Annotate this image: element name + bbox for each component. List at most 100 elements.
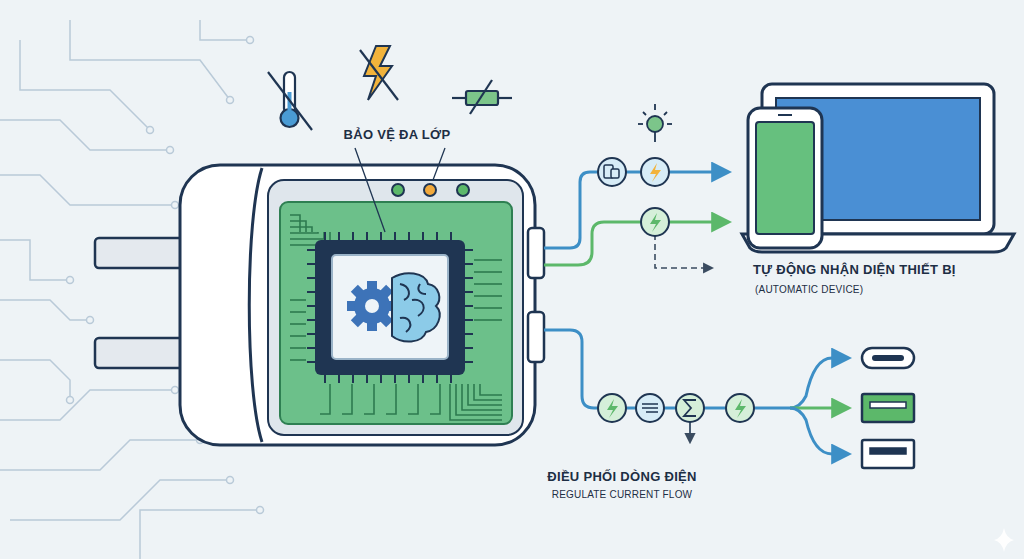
board-trace: [342, 384, 352, 414]
chip-pin: [338, 232, 340, 240]
trace-line: [0, 300, 90, 320]
circuit-board: [280, 202, 512, 424]
chip-pin: [338, 375, 340, 383]
chip-pin: [307, 263, 315, 265]
chip-pin: [465, 319, 473, 321]
trace-pad: [167, 147, 174, 154]
chip-pin: [307, 291, 315, 293]
charger-housing: [180, 165, 544, 445]
chip-pin: [422, 232, 424, 240]
chip-pin: [307, 361, 315, 363]
chip-pin: [307, 249, 315, 251]
board-trace: [474, 283, 502, 285]
chip-pin: [408, 232, 410, 240]
trace-line: [70, 20, 230, 100]
chip-pin: [394, 232, 396, 240]
board-trace: [290, 311, 306, 313]
phone: [748, 108, 822, 248]
board-trace: [290, 215, 300, 232]
trace-pad: [87, 317, 94, 324]
chip-pin: [422, 375, 424, 383]
regulation-sublabel: REGULATE CURRENT FLOW: [549, 489, 696, 502]
gear-icon: [347, 281, 397, 331]
trace-pad: [172, 202, 179, 209]
chip-pin: [465, 249, 473, 251]
regulation-icons: [598, 394, 754, 422]
trace-line: [0, 240, 70, 280]
trace-pad: [147, 127, 154, 134]
current-regulation-flow: [544, 330, 848, 454]
trace-line: [140, 510, 260, 559]
chip-pin: [436, 232, 438, 240]
board-trace: [474, 384, 502, 400]
flow-icons: [598, 158, 669, 236]
chip-pin: [465, 277, 473, 279]
output-ports: [862, 348, 914, 468]
chip-pin: [352, 375, 354, 383]
trace-pad: [172, 387, 179, 394]
trace-pad: [67, 397, 74, 404]
chip-pin: [307, 347, 315, 349]
chip-pin: [450, 232, 452, 240]
regulation-label: ĐIỀU PHỐI DÒNG ĐIỆN: [544, 469, 699, 485]
trace-line: [0, 390, 175, 420]
chip-pin: [465, 361, 473, 363]
board-trace: [290, 299, 306, 301]
chip-pin: [465, 347, 473, 349]
chip-pin: [380, 375, 382, 383]
chip-pin: [394, 375, 396, 383]
chip-pin: [465, 305, 473, 307]
chip-pin: [307, 333, 315, 335]
chip-pin: [450, 375, 452, 383]
trace-line: [0, 440, 200, 470]
chip-pin: [324, 232, 326, 240]
lightbulb-icon: [638, 104, 672, 142]
board-trace: [474, 271, 502, 273]
trace-pad: [227, 477, 234, 484]
chip-pin: [380, 232, 382, 240]
trace-pad: [247, 37, 254, 44]
protection-label: BẢO VỆ ĐA LỚP: [341, 127, 454, 143]
brain-icon: [392, 273, 440, 341]
chip-pin: [436, 375, 438, 383]
trace-line: [10, 480, 230, 520]
board-trace: [474, 259, 502, 261]
processor-chip: [315, 240, 465, 375]
board-trace: [290, 323, 306, 325]
board-traces: [290, 215, 502, 420]
trace-pad: [67, 277, 74, 284]
board-trace: [290, 232, 324, 239]
board-trace: [386, 384, 396, 414]
board-trace: [450, 384, 502, 420]
board-trace: [290, 335, 306, 337]
board-trace: [468, 384, 502, 405]
trace-line: [20, 40, 150, 130]
board-trace: [474, 307, 502, 309]
chip-pin: [465, 333, 473, 335]
device-detect-flow: [544, 172, 728, 268]
laptop: [742, 84, 1014, 252]
board-trace: [408, 384, 418, 414]
board-trace: [462, 384, 502, 410]
chip-pin: [408, 375, 410, 383]
leader-lines: [355, 148, 445, 232]
board-trace: [290, 232, 318, 233]
board-trace: [320, 384, 330, 414]
chip-pin: [307, 319, 315, 321]
chip-pin: [307, 277, 315, 279]
board-trace: [430, 384, 440, 414]
chip-pin: [352, 232, 354, 240]
trace-line: [200, 20, 250, 40]
chip-pin: [366, 232, 368, 240]
plug-prongs: [95, 238, 190, 368]
surge-icon: [360, 46, 398, 100]
chip-pins: [307, 232, 473, 383]
chip-pin: [465, 263, 473, 265]
status-leds: [392, 184, 469, 196]
chip-pin: [465, 291, 473, 293]
board-trace: [474, 319, 502, 321]
trace-pad: [227, 97, 234, 104]
board-trace: [480, 384, 502, 395]
